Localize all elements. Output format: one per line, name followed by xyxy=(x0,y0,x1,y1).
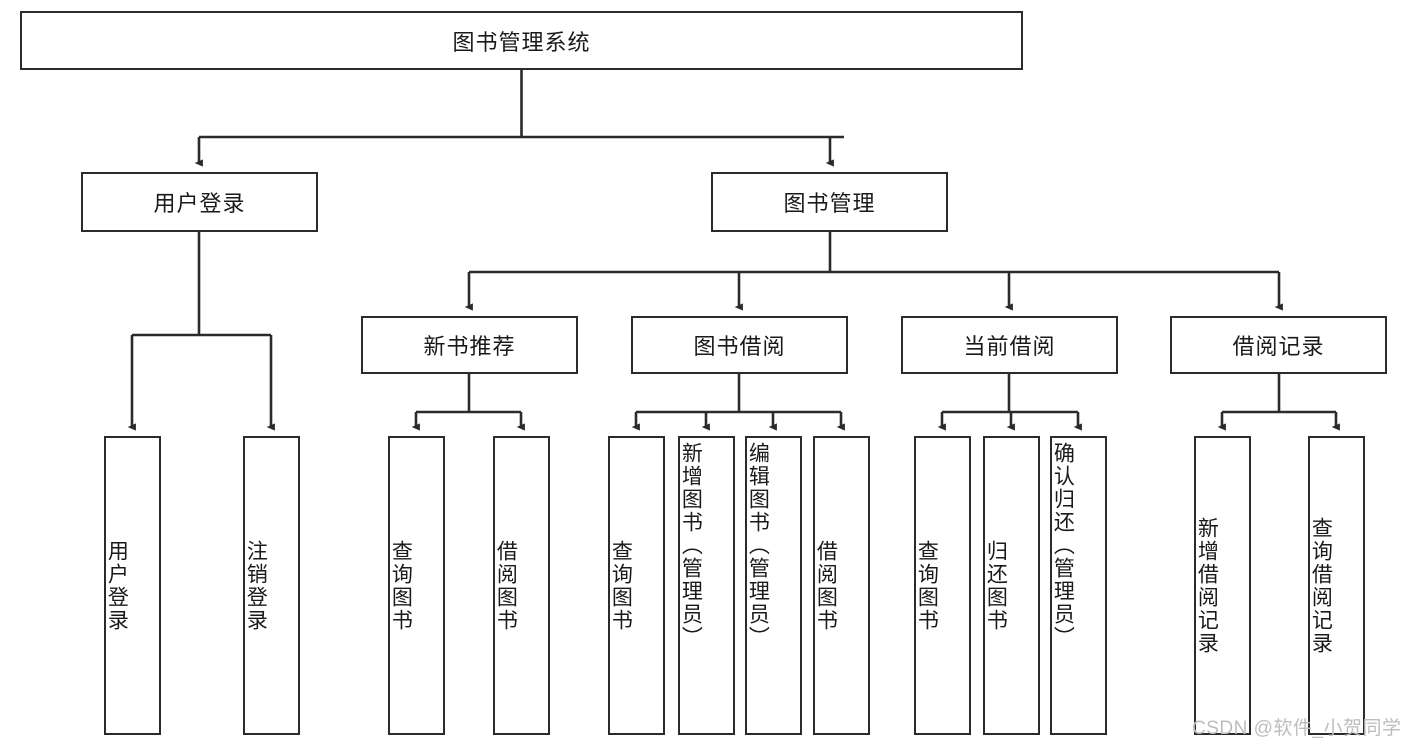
node-label: 借阅图书 xyxy=(814,539,838,632)
node-label: 图书管理 xyxy=(783,191,876,216)
node-label: 归还图书 xyxy=(984,539,1008,632)
watermark-text: CSDN @软件_小贺同学 xyxy=(1192,718,1402,739)
node-label: 新增图书（管理员） xyxy=(679,442,703,649)
leaf-query-book-borrow[interactable]: 查询图书 xyxy=(608,436,665,735)
leaf-add-borrow-record[interactable]: 新增借阅记录 xyxy=(1194,436,1251,735)
node-label: 借阅记录 xyxy=(1232,334,1325,359)
node-label: 图书管理系统 xyxy=(452,29,591,55)
node-label: 新增借阅记录 xyxy=(1195,516,1219,655)
node-label: 借阅图书 xyxy=(494,539,518,632)
node-label: 新书推荐 xyxy=(423,334,516,359)
leaf-query-book-new[interactable]: 查询图书 xyxy=(388,436,445,735)
node-label: 用户登录 xyxy=(105,539,129,632)
leaf-return-book[interactable]: 归还图书 xyxy=(983,436,1040,735)
node-label: 当前借阅 xyxy=(963,334,1056,359)
leaf-user-login[interactable]: 用户登录 xyxy=(104,436,161,735)
leaf-confirm-return-admin[interactable]: 确认归还（管理员） xyxy=(1050,436,1107,735)
leaf-edit-book-admin[interactable]: 编辑图书（管理员） xyxy=(745,436,802,735)
node-book-management-system[interactable]: 图书管理系统 xyxy=(20,11,1023,70)
leaf-query-book-current[interactable]: 查询图书 xyxy=(914,436,971,735)
leaf-borrow-book-borrow[interactable]: 借阅图书 xyxy=(813,436,870,735)
node-label: 查询借阅记录 xyxy=(1309,516,1333,655)
node-label: 确认归还（管理员） xyxy=(1051,442,1075,649)
leaf-logout-login[interactable]: 注销登录 xyxy=(243,436,300,735)
node-label: 注销登录 xyxy=(244,539,268,632)
leaf-borrow-book-new[interactable]: 借阅图书 xyxy=(493,436,550,735)
node-label: 查询图书 xyxy=(915,539,939,632)
node-current-borrow[interactable]: 当前借阅 xyxy=(901,316,1118,374)
node-label: 编辑图书（管理员） xyxy=(746,442,770,649)
node-label: 查询图书 xyxy=(609,539,633,632)
node-book-borrow[interactable]: 图书借阅 xyxy=(631,316,848,374)
leaf-query-borrow-record[interactable]: 查询借阅记录 xyxy=(1308,436,1365,735)
node-new-book-recommend[interactable]: 新书推荐 xyxy=(361,316,578,374)
leaf-add-book-admin[interactable]: 新增图书（管理员） xyxy=(678,436,735,735)
node-book-manage[interactable]: 图书管理 xyxy=(711,172,948,232)
node-label: 用户登录 xyxy=(153,191,246,216)
node-user-login[interactable]: 用户登录 xyxy=(81,172,318,232)
node-label: 图书借阅 xyxy=(693,334,786,359)
node-borrow-record[interactable]: 借阅记录 xyxy=(1170,316,1387,374)
node-label: 查询图书 xyxy=(389,539,413,632)
